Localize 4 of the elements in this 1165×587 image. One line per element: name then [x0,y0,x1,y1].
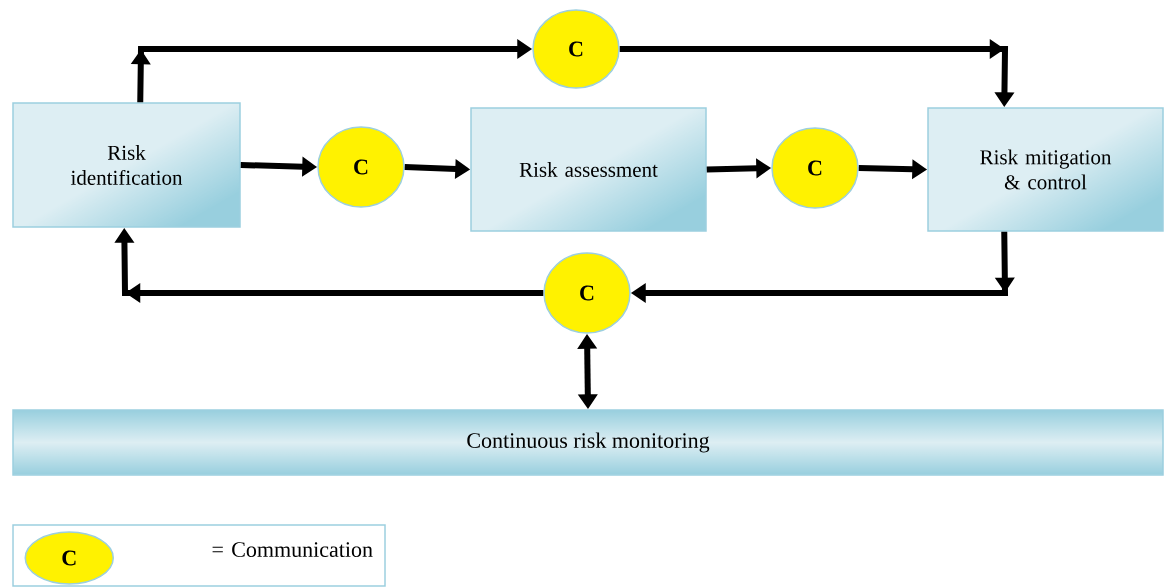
process-box: Risk identification [12,102,241,228]
process-box: Risk mitigation & control [927,107,1164,232]
monitoring-band: Continuous risk monitoring [12,409,1164,476]
process-box: Risk assessment [470,107,707,232]
